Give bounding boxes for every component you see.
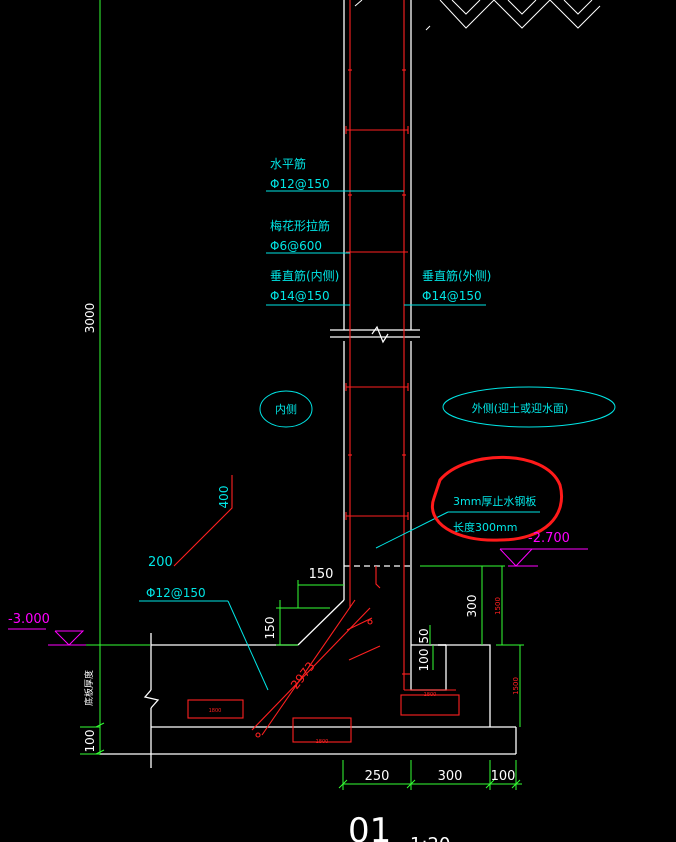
hook-400-label: 400: [217, 486, 231, 509]
slope-bar-spec: Φ12@150: [146, 586, 206, 600]
outer-side-label: 外侧(迎土或迎水面): [472, 402, 569, 415]
dim-bottom-300: 300: [438, 769, 463, 784]
small-bar-label-b: 1800: [316, 739, 329, 745]
elevation-right: -2.700: [528, 531, 570, 546]
highlight-circle: [430, 455, 563, 542]
inner-side-label: 内侧: [275, 402, 297, 416]
dim-step-100: 100: [417, 649, 431, 672]
top-hatch-pattern: [354, 0, 601, 31]
tie-bar-title: 梅花形拉筋: [270, 218, 330, 233]
rebar-lines: [173, 0, 460, 743]
tie-bar-spec: Φ6@600: [270, 239, 322, 253]
dim-step-1500b: 1500: [512, 677, 520, 695]
detail-scale: 1:20: [410, 834, 450, 842]
annotation-leaders: [139, 190, 616, 691]
detail-number: 01: [348, 811, 391, 842]
small-bar-label-c: 1800: [424, 692, 437, 698]
waterstop-line2: 长度300mm: [453, 520, 517, 534]
vertical-inner-title: 垂直筋(内侧): [270, 268, 339, 283]
dim-bottom-250: 250: [365, 769, 390, 784]
dim-chamfer-v: 150: [263, 617, 277, 640]
hook-200-label: 200: [148, 555, 173, 570]
dim-bottom-100: 100: [491, 769, 516, 784]
dim-wall-height: 3000: [83, 303, 97, 334]
dim-chamfer-h: 150: [309, 567, 334, 582]
vertical-outer-spec: Φ14@150: [422, 289, 482, 303]
dim-step-50: 50: [417, 628, 431, 643]
horizontal-bar-spec: Φ12@150: [270, 177, 330, 191]
slab-thickness-label: 底板厚度: [83, 670, 95, 706]
small-bar-label-a: 1800: [209, 708, 222, 714]
dim-step-1500: 1500: [494, 597, 502, 615]
waterstop-line1: 3mm厚止水钢板: [453, 494, 536, 508]
vertical-inner-spec: Φ14@150: [270, 289, 330, 303]
dimension-lines: [80, 0, 524, 790]
slope-length-label: 2973: [288, 659, 318, 692]
dim-slab-100: 100: [83, 730, 97, 753]
horizontal-bar-title: 水平筋: [270, 156, 306, 171]
elevation-left: -3.000: [8, 612, 50, 627]
elevation-markers: [8, 548, 588, 646]
vertical-outer-title: 垂直筋(外侧): [422, 268, 491, 283]
wall-outline: [100, 0, 517, 768]
dim-step-300: 300: [465, 595, 479, 618]
